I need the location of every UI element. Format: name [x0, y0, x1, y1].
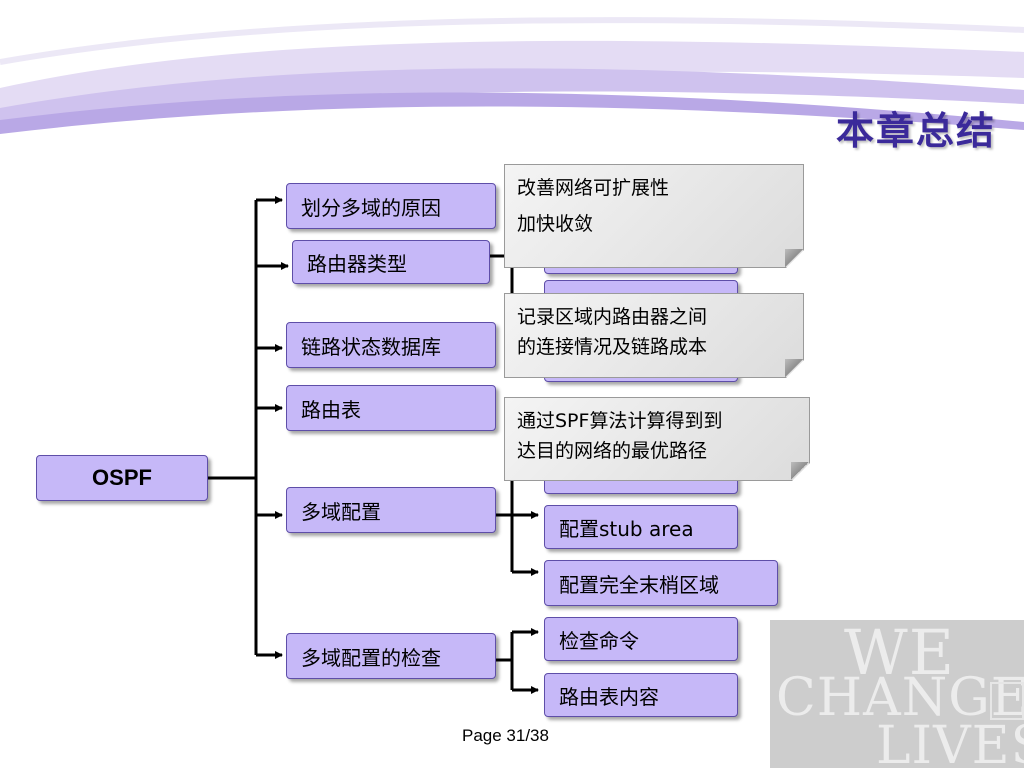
- callout-line: 改善网络可扩展性: [517, 177, 670, 199]
- watermark-line: CHANGE: [776, 668, 1024, 728]
- seal-mark: [990, 682, 1024, 720]
- slide-title: 本章总结: [835, 108, 996, 153]
- callout-area-reason: 改善网络可扩展性 加快收敛: [504, 164, 804, 268]
- branch-node-lsdb: 链路状态数据库: [286, 322, 496, 368]
- callout-routing-table: 通过SPF算法计算得到到 达目的网络的最优路径: [504, 397, 810, 481]
- leaf-node-check-commands: 检查命令: [544, 617, 738, 661]
- callout-line: 达目的网络的最优路径: [517, 440, 708, 463]
- watermark-line: WE: [844, 620, 955, 689]
- we-change-lives-watermark: WE CHANGE LIVES: [770, 620, 1024, 768]
- callout-lsdb: 记录区域内路由器之间 的连接情况及链路成本: [504, 293, 804, 378]
- branch-node-multi-area-config: 多域配置: [286, 487, 496, 533]
- callout-line: 记录区域内路由器之间: [517, 306, 708, 328]
- leaf-node-totally-stub: 配置完全末梢区域: [544, 560, 778, 606]
- leaf-node-stub-area: 配置stub area: [544, 505, 738, 549]
- callout-line: 加快收敛: [517, 213, 594, 236]
- callout-line: 通过SPF算法计算得到到: [517, 410, 723, 432]
- branch-node-area-reason: 划分多域的原因: [286, 183, 496, 229]
- callout-line: 的连接情况及链路成本: [517, 336, 708, 359]
- branch-node-multi-area-check: 多域配置的检查: [286, 633, 496, 679]
- header-swoosh-decoration: [0, 17, 1024, 134]
- leaf-node-routing-table-content: 路由表内容: [544, 673, 738, 717]
- watermark-line: LIVES: [876, 716, 1024, 768]
- branch-node-routing-table: 路由表: [286, 385, 496, 431]
- root-node-ospf: OSPF: [36, 455, 208, 501]
- branch-node-router-types: 路由器类型: [292, 240, 490, 284]
- page-number: Page 31/38: [462, 726, 549, 745]
